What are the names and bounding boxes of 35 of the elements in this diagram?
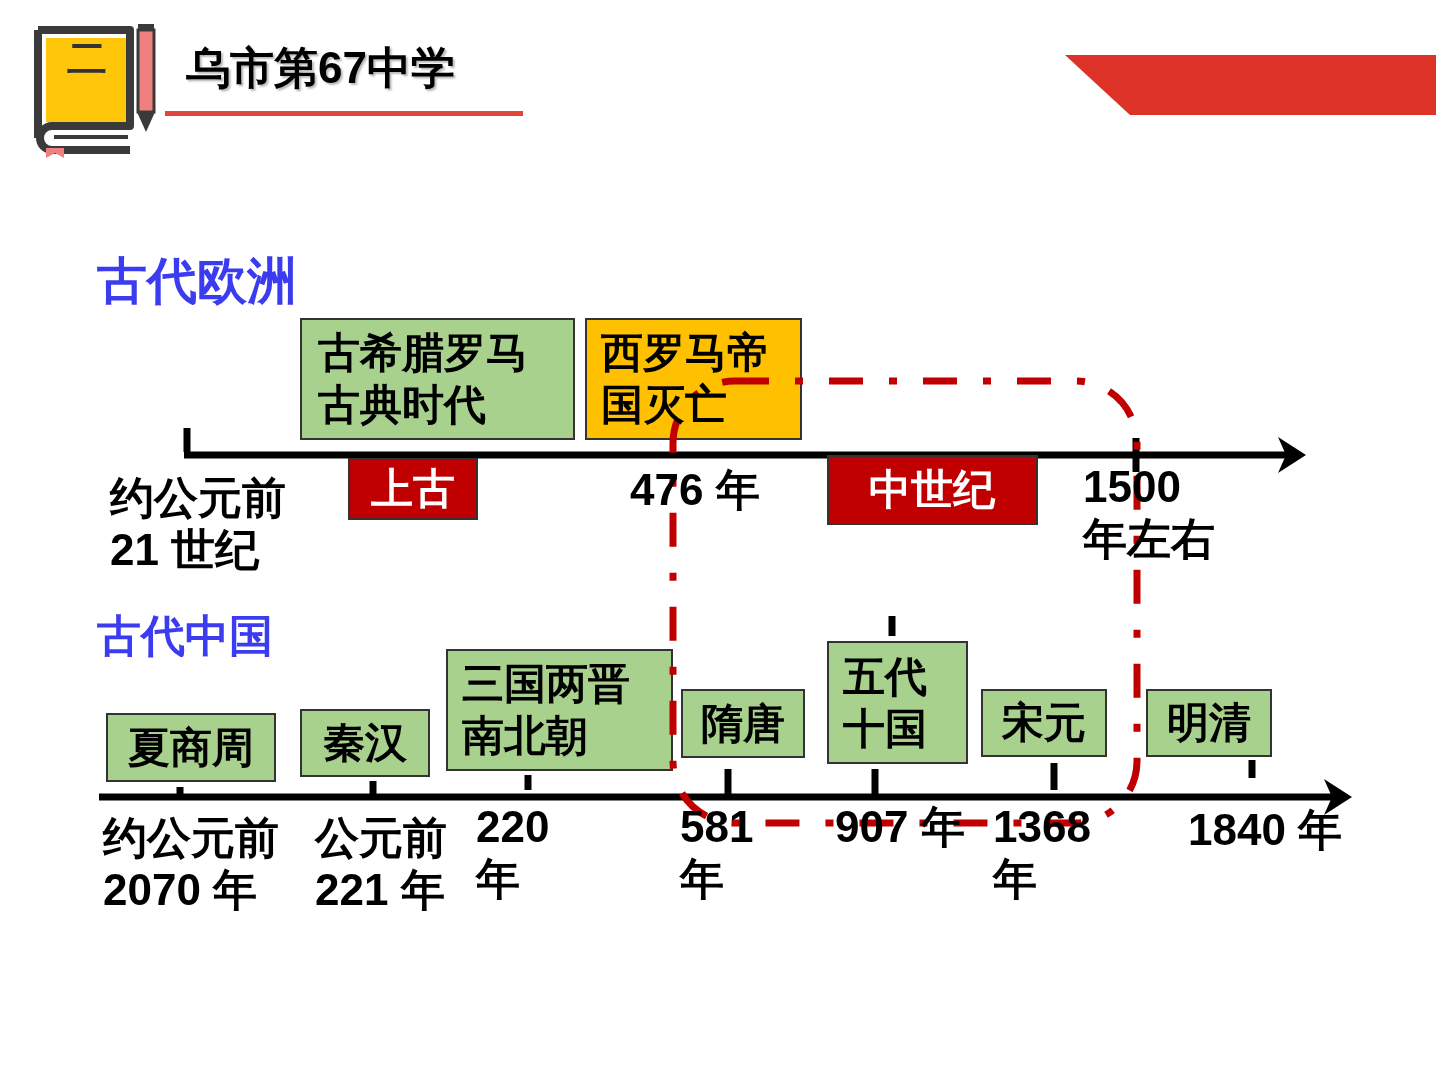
date-label: 220 年 [476, 801, 551, 905]
era-label: 中世纪 [869, 465, 995, 515]
date-label: 约公元前21 世纪 [110, 472, 287, 576]
era-box [827, 455, 1038, 525]
date-label: 1840 年 [1188, 804, 1343, 856]
period-label: 五代十国 [843, 651, 928, 754]
page-title: 乌市第67中学 [186, 42, 455, 94]
period-label: 隋唐 [701, 698, 785, 749]
period-label: 夏商周 [128, 722, 254, 773]
period-box [300, 709, 430, 777]
date-label: 907 年 [835, 801, 965, 853]
section-heading: 古代欧洲 [97, 255, 297, 307]
period-box [106, 713, 276, 782]
period-box [981, 689, 1107, 757]
period-box [446, 649, 673, 771]
period-label: 古希腊罗马古典时代 [318, 328, 529, 430]
period-label: 三国两晋南北朝 [462, 659, 631, 761]
event-label: 西罗马帝国灭亡 [601, 328, 770, 430]
event-box [585, 318, 802, 440]
period-label: 宋元 [1002, 698, 1086, 748]
date-label: 1368 年 [993, 801, 1092, 905]
section-heading: 古代中国 [97, 610, 273, 662]
era-label: 上古 [371, 464, 455, 514]
date-label: 约公元前2070 年 [103, 812, 280, 916]
date-label: 476 年 [630, 464, 760, 516]
period-box [1146, 689, 1272, 757]
section-number: 二 [66, 35, 108, 82]
period-label: 明清 [1167, 698, 1251, 748]
period-box [300, 318, 575, 440]
date-label: 公元前221 年 [315, 812, 448, 916]
era-box [348, 458, 478, 520]
period-label: 秦汉 [323, 718, 407, 768]
date-label: 581 年 [680, 801, 755, 905]
period-box [827, 641, 968, 764]
period-box [681, 689, 805, 758]
